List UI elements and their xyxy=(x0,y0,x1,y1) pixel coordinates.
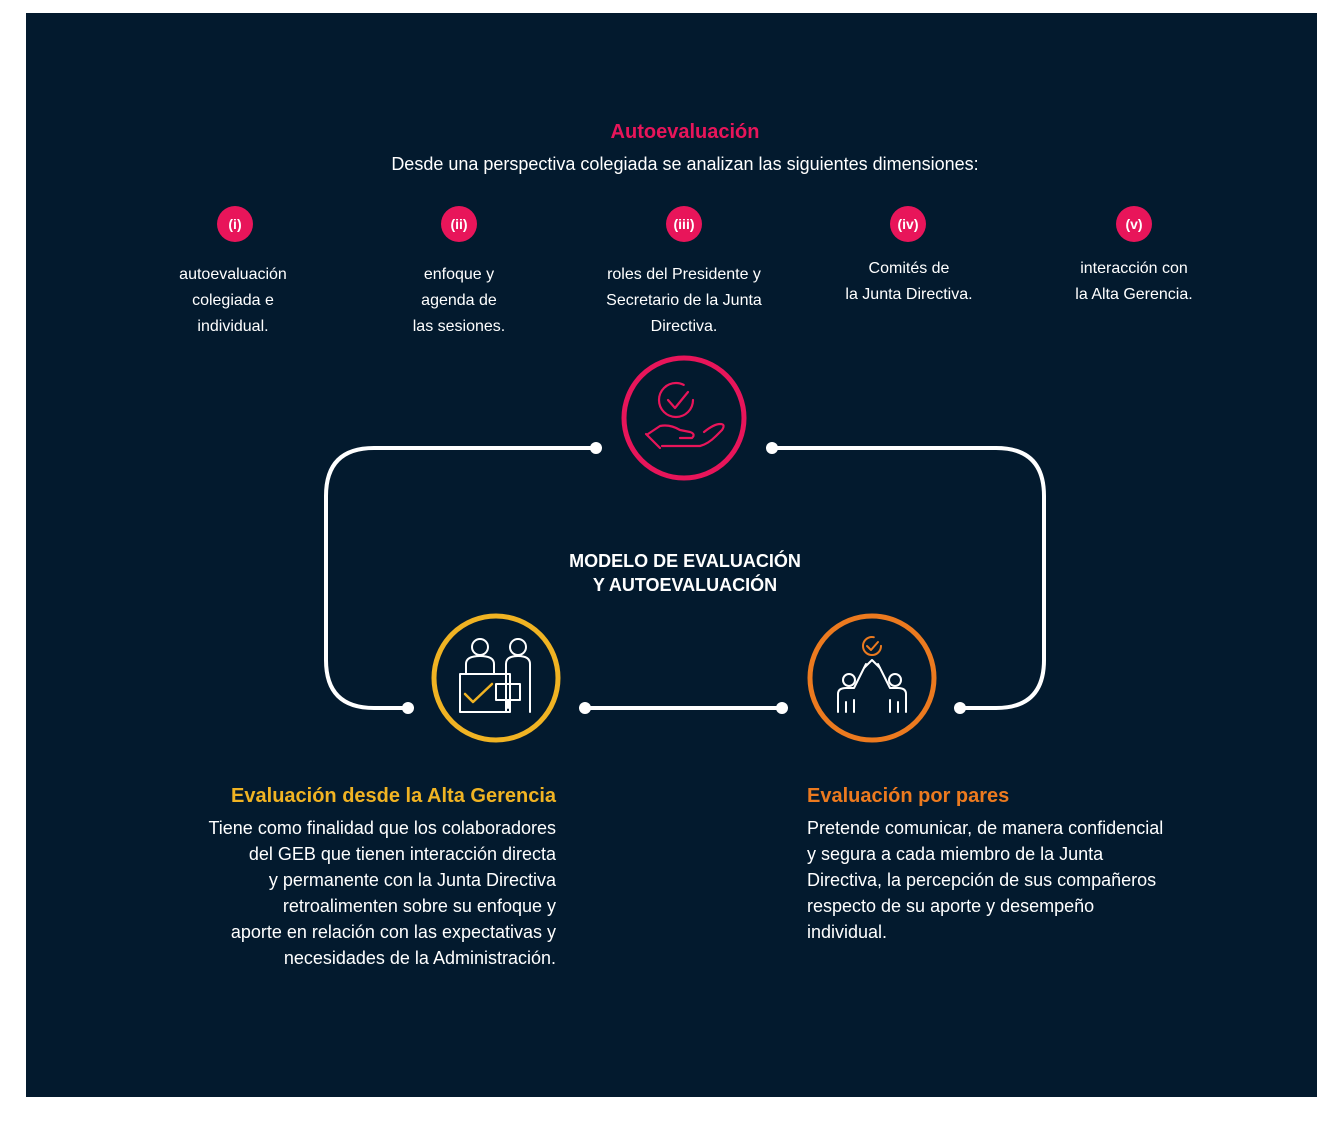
connector-dot xyxy=(766,442,778,454)
dimension-badge-4: (iv) xyxy=(890,206,926,242)
dimension-text-4: Comités de la Junta Directiva. xyxy=(845,260,973,303)
management-evaluation-circle xyxy=(431,613,561,743)
peer-evaluation-title: Evaluación por pares xyxy=(807,785,1010,807)
self-evaluation-subtitle: Desde una perspectiva colegiada se anali… xyxy=(391,154,979,174)
self-evaluation-title: Autoevaluación xyxy=(610,121,760,143)
management-evaluation-title: Evaluación desde la Alta Gerencia xyxy=(231,785,556,807)
model-title: MODELO DE EVALUACIÓN Y AUTOEVALUACIÓN xyxy=(569,551,801,595)
peer-check-icon xyxy=(862,636,882,656)
high-five-icon xyxy=(837,659,907,713)
peer-evaluation-body: Pretende comunicar, de manera confidenci… xyxy=(807,818,1164,942)
dimension-text-1: autoevaluación colegiada e individual. xyxy=(179,266,287,335)
connector-left xyxy=(324,446,598,710)
management-evaluation-body: Tiene como finalidad que los colaborador… xyxy=(208,818,556,968)
dimension-badge-3: (iii) xyxy=(666,206,702,242)
dimension-text-5: interacción con la Alta Gerencia. xyxy=(1075,260,1193,303)
peer-evaluation-circle xyxy=(807,613,937,743)
connector-dot xyxy=(776,702,788,714)
diagram-panel xyxy=(26,13,1317,1097)
connector-right xyxy=(770,446,1046,710)
dimension-text-3: roles del Presidente y Secretario de la … xyxy=(606,266,762,335)
dimension-text-2: enfoque y agenda de las sesiones. xyxy=(412,266,506,335)
connector-dot xyxy=(954,702,966,714)
connector-dot xyxy=(579,702,591,714)
self-evaluation-circle xyxy=(621,355,747,481)
connector-dot xyxy=(590,442,602,454)
management-check-mark xyxy=(463,682,494,704)
dimension-badge-2: (ii) xyxy=(441,206,477,242)
dimension-badge-5: (v) xyxy=(1116,206,1152,242)
meeting-desk-icon xyxy=(459,638,531,713)
dimension-badge-1: (i) xyxy=(217,206,253,242)
hand-check-icon xyxy=(644,381,725,450)
connector-dot xyxy=(402,702,414,714)
